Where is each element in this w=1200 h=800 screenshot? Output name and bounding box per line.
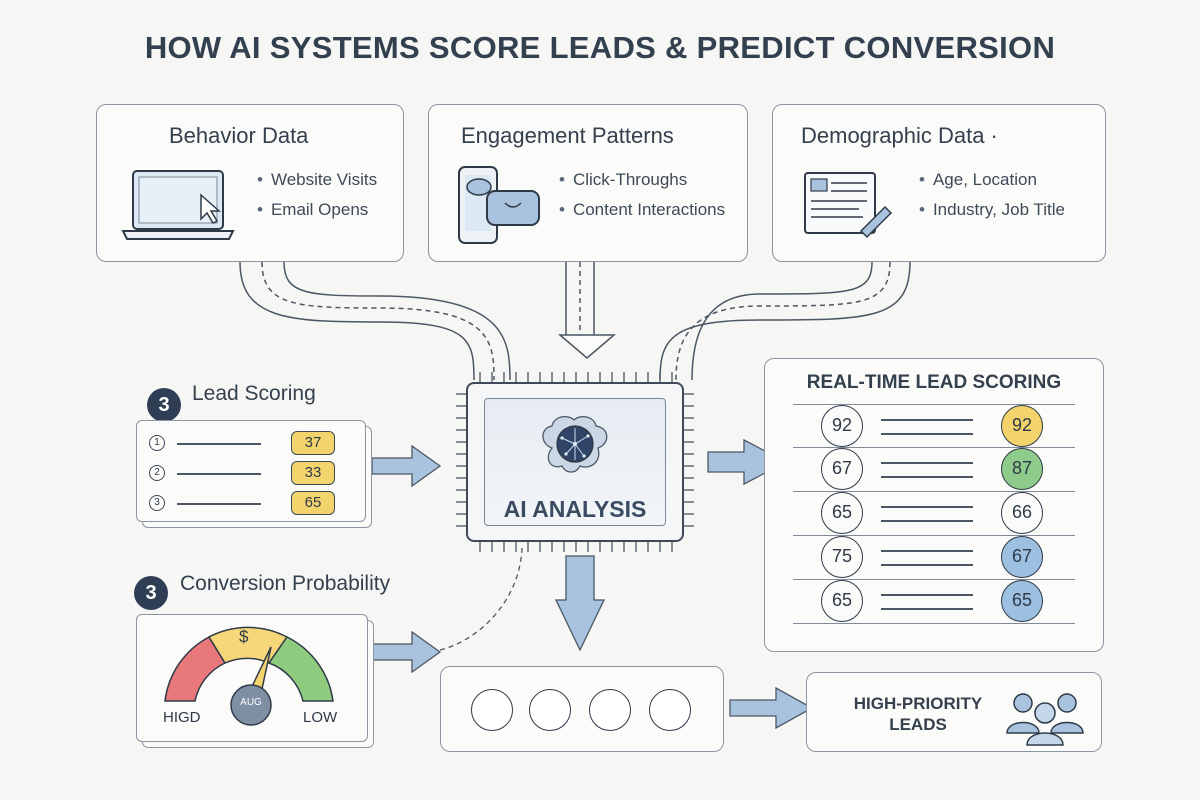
arrow-leads-to-priority bbox=[729, 686, 814, 730]
gauge-high-label: HIGD bbox=[163, 709, 201, 726]
current-score-circle: 75 bbox=[821, 536, 863, 578]
arrow-gauge-to-chip bbox=[371, 547, 523, 674]
realtime-score-row: 65 66 bbox=[793, 492, 1075, 536]
demographic-data-title: Demographic Data · bbox=[801, 123, 998, 148]
lead-scoring-badge: 3 bbox=[147, 388, 181, 422]
high-priority-line1: HIGH-PRIORITY bbox=[853, 694, 983, 713]
bullet-item: Email Opens bbox=[257, 195, 377, 225]
row-number: 1 bbox=[149, 435, 165, 451]
high-priority-line2: LEADS bbox=[889, 715, 947, 734]
laptop-icon bbox=[121, 170, 235, 240]
bullet-item: Age, Location bbox=[919, 165, 1065, 195]
lead-score-pill: 33 bbox=[291, 461, 335, 485]
person-icon bbox=[589, 689, 631, 731]
high-priority-card: HIGH-PRIORITY LEADS bbox=[806, 672, 1102, 752]
behavior-data-title: Behavior Data bbox=[169, 123, 309, 148]
conversion-badge: 3 bbox=[134, 576, 168, 610]
row-line bbox=[177, 473, 261, 475]
person-icon bbox=[529, 689, 571, 731]
current-score-circle: 67 bbox=[821, 448, 863, 490]
lead-scoring-label: Lead Scoring bbox=[192, 382, 316, 405]
row-line bbox=[881, 520, 973, 522]
predicted-score-circle: 65 bbox=[1001, 580, 1043, 622]
row-line bbox=[881, 506, 973, 508]
ai-analysis-label: AI ANALYSIS bbox=[503, 496, 647, 522]
gauge-icon bbox=[164, 626, 334, 726]
arrow-chip-down bbox=[554, 555, 606, 652]
arrow-lead-to-chip bbox=[371, 444, 442, 488]
realtime-score-row: 92 92 bbox=[793, 404, 1075, 448]
page-title: HOW AI SYSTEMS SCORE LEADS & PREDICT CON… bbox=[144, 30, 1056, 65]
phone-chat-icon bbox=[458, 166, 540, 244]
row-line bbox=[881, 462, 973, 464]
bullet-item: Website Visits bbox=[257, 165, 377, 195]
realtime-score-row: 65 65 bbox=[793, 580, 1075, 624]
current-score-circle: 92 bbox=[821, 405, 863, 447]
behavior-bullets: Website Visits Email Opens bbox=[257, 165, 377, 225]
row-number: 2 bbox=[149, 465, 165, 481]
row-line bbox=[881, 550, 973, 552]
predicted-score-circle: 87 bbox=[1001, 448, 1043, 490]
gauge-top-label: $ bbox=[239, 627, 249, 646]
demographic-data-card: Demographic Data · Age, Location Industr… bbox=[772, 104, 1106, 262]
realtime-score-row: 67 87 bbox=[793, 448, 1075, 492]
person-icon bbox=[471, 689, 513, 731]
document-icon bbox=[804, 172, 893, 239]
realtime-scoring-title: REAL-TIME LEAD SCORING bbox=[806, 372, 1062, 393]
engagement-bullets: Click-Throughs Content Interactions bbox=[559, 165, 725, 225]
predicted-score-circle: 67 bbox=[1001, 536, 1043, 578]
lead-score-pill: 65 bbox=[291, 491, 335, 515]
engagement-patterns-card: Engagement Patterns Click-Throughs Conte… bbox=[428, 104, 748, 262]
pipe-engagement bbox=[557, 262, 617, 359]
high-priority-label: HIGH-PRIORITY LEADS bbox=[833, 693, 1003, 735]
row-line bbox=[881, 419, 973, 421]
behavior-data-card: Behavior Data Website Visits Email Opens bbox=[96, 104, 404, 262]
current-score-circle: 65 bbox=[821, 492, 863, 534]
bullet-item: Content Interactions bbox=[559, 195, 725, 225]
bullet-item: Industry, Job Title bbox=[919, 195, 1065, 225]
predicted-score-circle: 92 bbox=[1001, 405, 1043, 447]
predicted-score-circle: 66 bbox=[1001, 492, 1043, 534]
realtime-score-row: 75 67 bbox=[793, 536, 1075, 580]
row-line bbox=[881, 564, 973, 566]
row-line bbox=[881, 476, 973, 478]
lead-score-pill: 37 bbox=[291, 431, 335, 455]
row-line bbox=[177, 443, 261, 445]
row-line bbox=[177, 503, 261, 505]
engagement-patterns-title: Engagement Patterns bbox=[461, 123, 674, 148]
lead-scoring-card: 1 37 2 33 3 65 bbox=[136, 420, 366, 522]
current-score-circle: 65 bbox=[821, 580, 863, 622]
row-line bbox=[881, 433, 973, 435]
conversion-label: Conversion Probability bbox=[180, 572, 391, 595]
team-icon bbox=[1006, 693, 1084, 746]
conversion-gauge-card: $ AUG HIGD LOW bbox=[136, 614, 368, 742]
demographic-bullets: Age, Location Industry, Job Title bbox=[919, 165, 1065, 225]
pipe-behavior bbox=[239, 261, 511, 381]
row-number: 3 bbox=[149, 495, 165, 511]
leads-card bbox=[440, 666, 724, 752]
brain-icon bbox=[542, 415, 608, 473]
bullet-item: Click-Throughs bbox=[559, 165, 725, 195]
ai-analysis-chip: AI ANALYSIS bbox=[466, 382, 684, 542]
person-icon bbox=[649, 689, 691, 731]
gauge-center-label: AUG bbox=[240, 697, 262, 708]
gauge-low-label: LOW bbox=[303, 709, 338, 726]
row-line bbox=[881, 594, 973, 596]
realtime-scoring-card bbox=[764, 358, 1104, 652]
row-line bbox=[881, 608, 973, 610]
